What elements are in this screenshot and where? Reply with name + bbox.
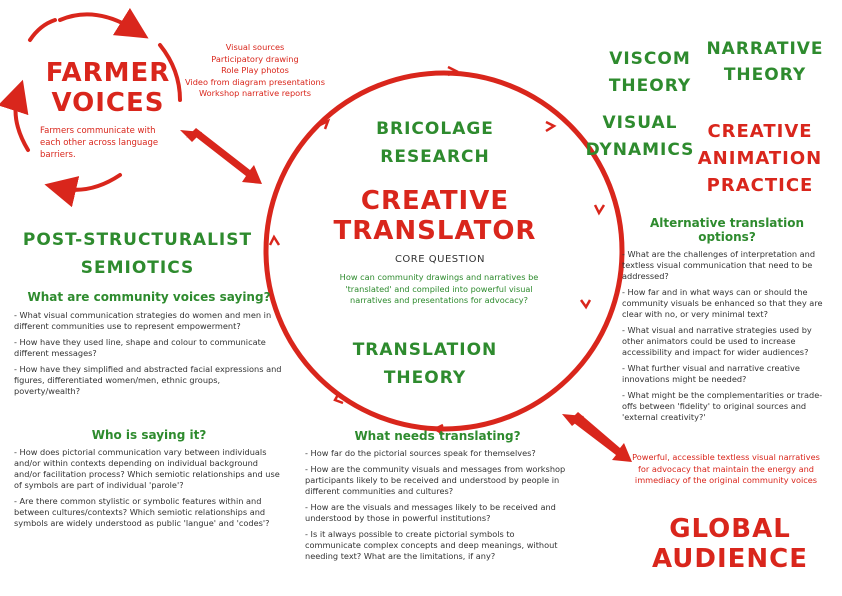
farmer-description: Farmers communicate with each other acro…	[40, 126, 159, 160]
creative-translator-title: CREATIVE TRANSLATOR	[320, 186, 550, 246]
who-item: - Are there common stylistic or symbolic…	[14, 496, 270, 528]
cycle-arrowheads	[268, 65, 606, 436]
needs-item: - How are the visuals and messages likel…	[305, 502, 556, 523]
needs-heading: What needs translating?	[354, 429, 521, 443]
visual-dynamics: Visual Dynamics	[585, 113, 695, 160]
visual-sources-list: Visual sources Participatory drawing Rol…	[170, 42, 340, 100]
farmer-title-line1: FARMER	[45, 58, 171, 88]
community-item: - What visual communication strategies d…	[14, 310, 272, 331]
global-audience-description: Powerful, accessible textless visual nar…	[632, 452, 820, 485]
creative-animation-practice: Creative Animation Practice	[697, 121, 823, 196]
needs-section: What needs translating? - How far do the…	[305, 429, 570, 567]
farmer-voices-title: FARMER VOICES	[38, 58, 178, 118]
global-title-line2: AUDIENCE	[651, 544, 809, 574]
narrative-theory: Narrative Theory	[706, 39, 824, 85]
center-title-line2: TRANSLATOR	[333, 216, 537, 246]
alternative-section: Alternative translation options? - What …	[622, 216, 832, 428]
farmer-title-line2: VOICES	[51, 88, 165, 118]
bricolage-research: Bricolage Research	[376, 119, 494, 167]
who-item: - How does pictorial communication vary …	[14, 447, 280, 490]
community-heading: What are community voices saying?	[27, 290, 271, 304]
alternative-heading: Alternative translation options?	[649, 216, 805, 244]
needs-item: - How are the community visuals and mess…	[305, 464, 566, 496]
translation-theory: Translation Theory	[352, 340, 498, 388]
farmer-cycle-arrows	[0, 7, 182, 208]
global-audience-title: GLOBAL AUDIENCE	[640, 514, 820, 574]
connector-arrows	[180, 128, 632, 462]
source-item: Role Play photos	[221, 65, 289, 75]
source-item: Participatory drawing	[211, 53, 299, 64]
source-item: Visual sources	[225, 42, 285, 52]
community-item: - How have they simplified and abstracte…	[14, 364, 282, 396]
alternative-item: - What are the challenges of interpretat…	[622, 249, 816, 281]
alternative-item: - How far and in what ways can or should…	[622, 287, 823, 319]
needs-item: - How far do the pictorial sources speak…	[305, 448, 536, 458]
needs-item: - Is it always possible to create pictor…	[305, 529, 558, 561]
alternative-item: - What visual and narrative strategies u…	[622, 325, 812, 357]
alternative-item: - What might be the complementarities or…	[622, 390, 823, 422]
who-section: Who is saying it? - How does pictorial c…	[14, 428, 284, 534]
global-title-line1: GLOBAL	[669, 514, 791, 544]
who-heading: Who is saying it?	[91, 428, 207, 442]
source-item: Workshop narrative reports	[198, 88, 312, 98]
alternative-item: - What further visual and narrative crea…	[622, 363, 800, 384]
center-title-line1: CREATIVE	[360, 186, 510, 216]
core-question-label: CORE QUESTION	[394, 254, 486, 265]
core-question-text: How can community drawings and narrative…	[339, 272, 539, 305]
community-voices-section: What are community voices saying? - What…	[14, 290, 284, 402]
community-item: - How have they used line, shape and col…	[14, 337, 266, 358]
post-structuralist-semiotics: Post-Structuralist Semiotics	[22, 230, 253, 278]
source-item: Video from diagram presentations	[185, 76, 325, 87]
viscom-theory: VisCom Theory	[608, 49, 692, 96]
main-cycle-circle	[263, 70, 625, 432]
